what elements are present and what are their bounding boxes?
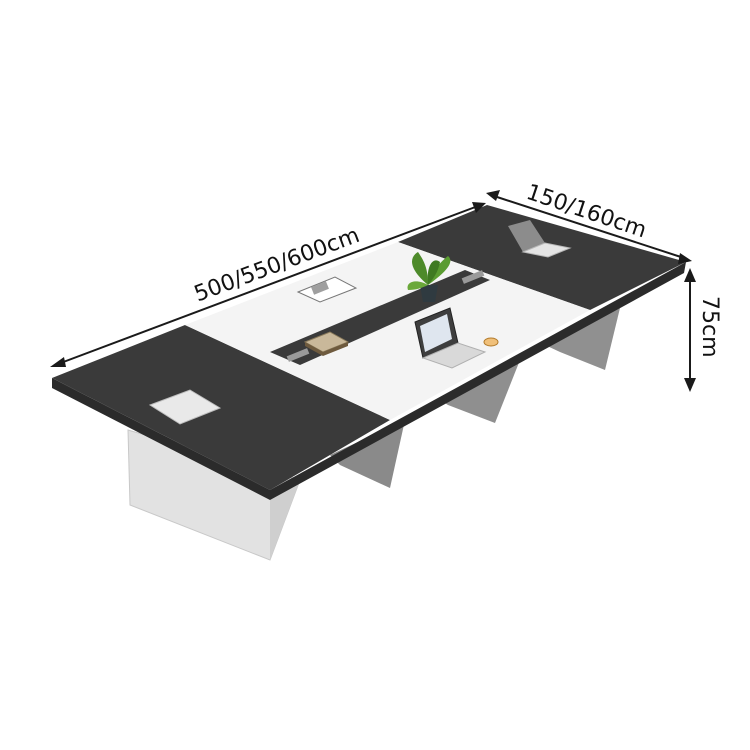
laptop-open-right bbox=[508, 220, 572, 258]
cable-port-right bbox=[461, 270, 485, 284]
laptop-open-center bbox=[414, 307, 487, 369]
height-dimension-label: 75cm bbox=[697, 296, 722, 358]
table-leg-back bbox=[545, 308, 620, 370]
books-stack bbox=[303, 331, 350, 356]
table-leg-mid-2 bbox=[440, 360, 520, 423]
coffee-cup bbox=[483, 337, 499, 347]
dimension-line-width bbox=[486, 190, 692, 264]
table-top-center-section bbox=[185, 242, 590, 420]
table-leg-front-side bbox=[270, 480, 300, 560]
table-top-left-section bbox=[52, 325, 390, 490]
dimension-line-length bbox=[50, 202, 486, 367]
potted-plant bbox=[407, 252, 451, 302]
magazine bbox=[296, 276, 358, 303]
dimension-line-height bbox=[684, 268, 696, 392]
laptop-closed bbox=[148, 389, 222, 425]
cable-port-left bbox=[286, 348, 310, 362]
table-leg-mid-1 bbox=[330, 420, 405, 488]
table-top-right-section bbox=[398, 205, 686, 310]
